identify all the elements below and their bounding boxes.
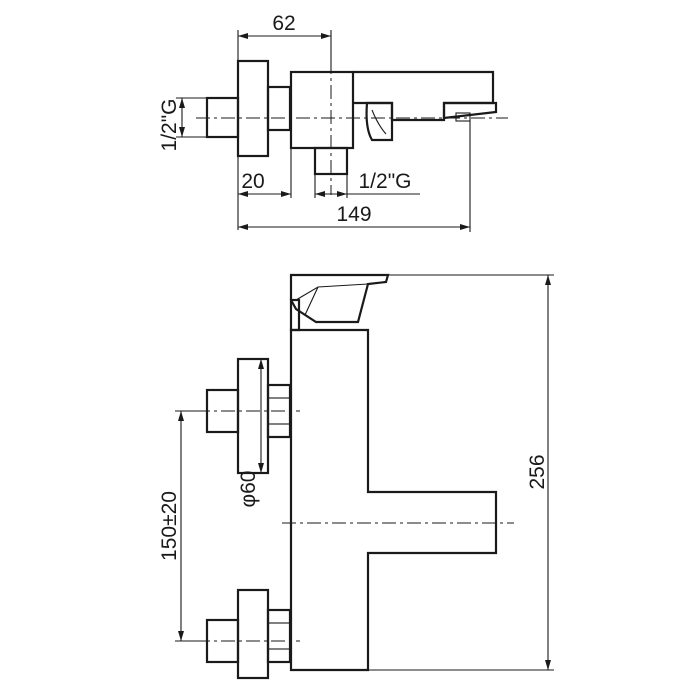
dim-62-arrow-right [321, 33, 331, 39]
top-view: 62 1/2"G 20 1/2"G 149 [158, 12, 508, 232]
front-lower-nut [266, 608, 292, 664]
front-upper-escutcheon [236, 357, 270, 475]
front-spout-neck [289, 298, 301, 332]
top-lever-detail [371, 109, 387, 135]
dim-outlet-thread-label: 1/2"G [359, 170, 412, 193]
top-spout-nozzle [442, 101, 498, 120]
dim-150-arrow-top [178, 411, 184, 421]
dim-overall-height-label: 256 [526, 454, 549, 489]
dim-149-arrow-left [238, 224, 248, 230]
top-aerator [455, 112, 471, 122]
dim-inlet-thread-label: 1/2"G [158, 99, 181, 152]
dim-60-arrow-top [258, 359, 264, 369]
dim-body-width-label: 62 [272, 12, 295, 35]
top-nut [266, 85, 292, 132]
front-lever-detail [295, 283, 369, 301]
top-escutcheon [236, 59, 270, 158]
dim-inlet-arrow-bottom [179, 127, 185, 137]
dim-centre-distance-label: 150±20 [158, 491, 181, 561]
dim-outlet-arrow-left [315, 191, 325, 197]
dim-20-arrow-right [281, 191, 291, 197]
dim-inlet-arrow-top [179, 98, 185, 108]
dim-256-arrow-top [545, 275, 551, 285]
top-spout [353, 70, 495, 122]
dim-overall-length-label: 149 [336, 203, 371, 226]
top-mixer-body [289, 70, 355, 150]
dim-149-arrow-right [460, 224, 470, 230]
dim-256-arrow-bottom [545, 660, 551, 670]
dim-outlet-arrow-right [337, 191, 347, 197]
dim-20-arrow-left [238, 191, 248, 197]
dim-62-arrow-left [238, 33, 248, 39]
front-lower-nut-band [267, 622, 291, 650]
top-diverter-lever [365, 101, 394, 142]
front-view: 150±20 φ60 256 [158, 273, 554, 680]
front-spout [289, 273, 390, 324]
dim-wall-offset-label: 20 [241, 170, 264, 193]
dim-150-arrow-bottom [178, 631, 184, 641]
front-lower-escutcheon [236, 588, 270, 680]
front-lever-inner [304, 286, 319, 316]
front-mixer-body [289, 328, 498, 672]
dim-60-arrow-bottom [258, 463, 264, 473]
dim-escutcheon-diameter-label: φ60 [237, 471, 260, 508]
